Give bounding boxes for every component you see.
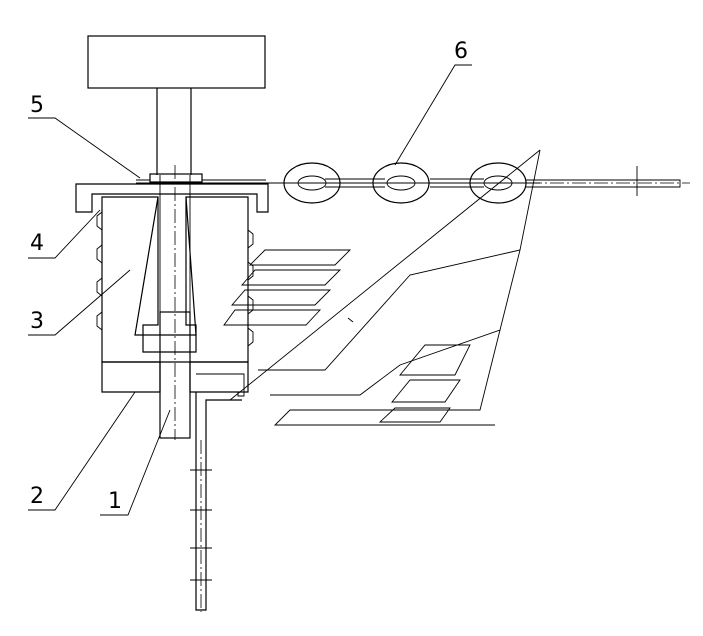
label-6: 6: [454, 39, 468, 64]
handle-head: [87, 35, 266, 89]
label-4: 4: [30, 231, 44, 256]
label-3: 3: [30, 309, 44, 334]
callout-3: 3: [28, 269, 131, 336]
part-2-base: [101, 361, 249, 397]
label-1: 1: [108, 489, 122, 514]
hull-structure: [223, 149, 541, 426]
label-5: 5: [30, 93, 44, 118]
label-2: 2: [30, 484, 44, 509]
callout-2: 2: [28, 391, 136, 511]
bracket-and-hanging-chain: [190, 392, 242, 612]
callout-4: 4: [28, 209, 101, 259]
callout-5: 5: [28, 93, 141, 179]
callout-1: 1: [100, 409, 171, 516]
callout-6: 6: [394, 39, 472, 166]
part-6-chain: [283, 162, 690, 204]
handle-stem: [156, 88, 192, 175]
part-5-washer: [136, 173, 266, 183]
part-3-elastomer: [96, 196, 254, 363]
